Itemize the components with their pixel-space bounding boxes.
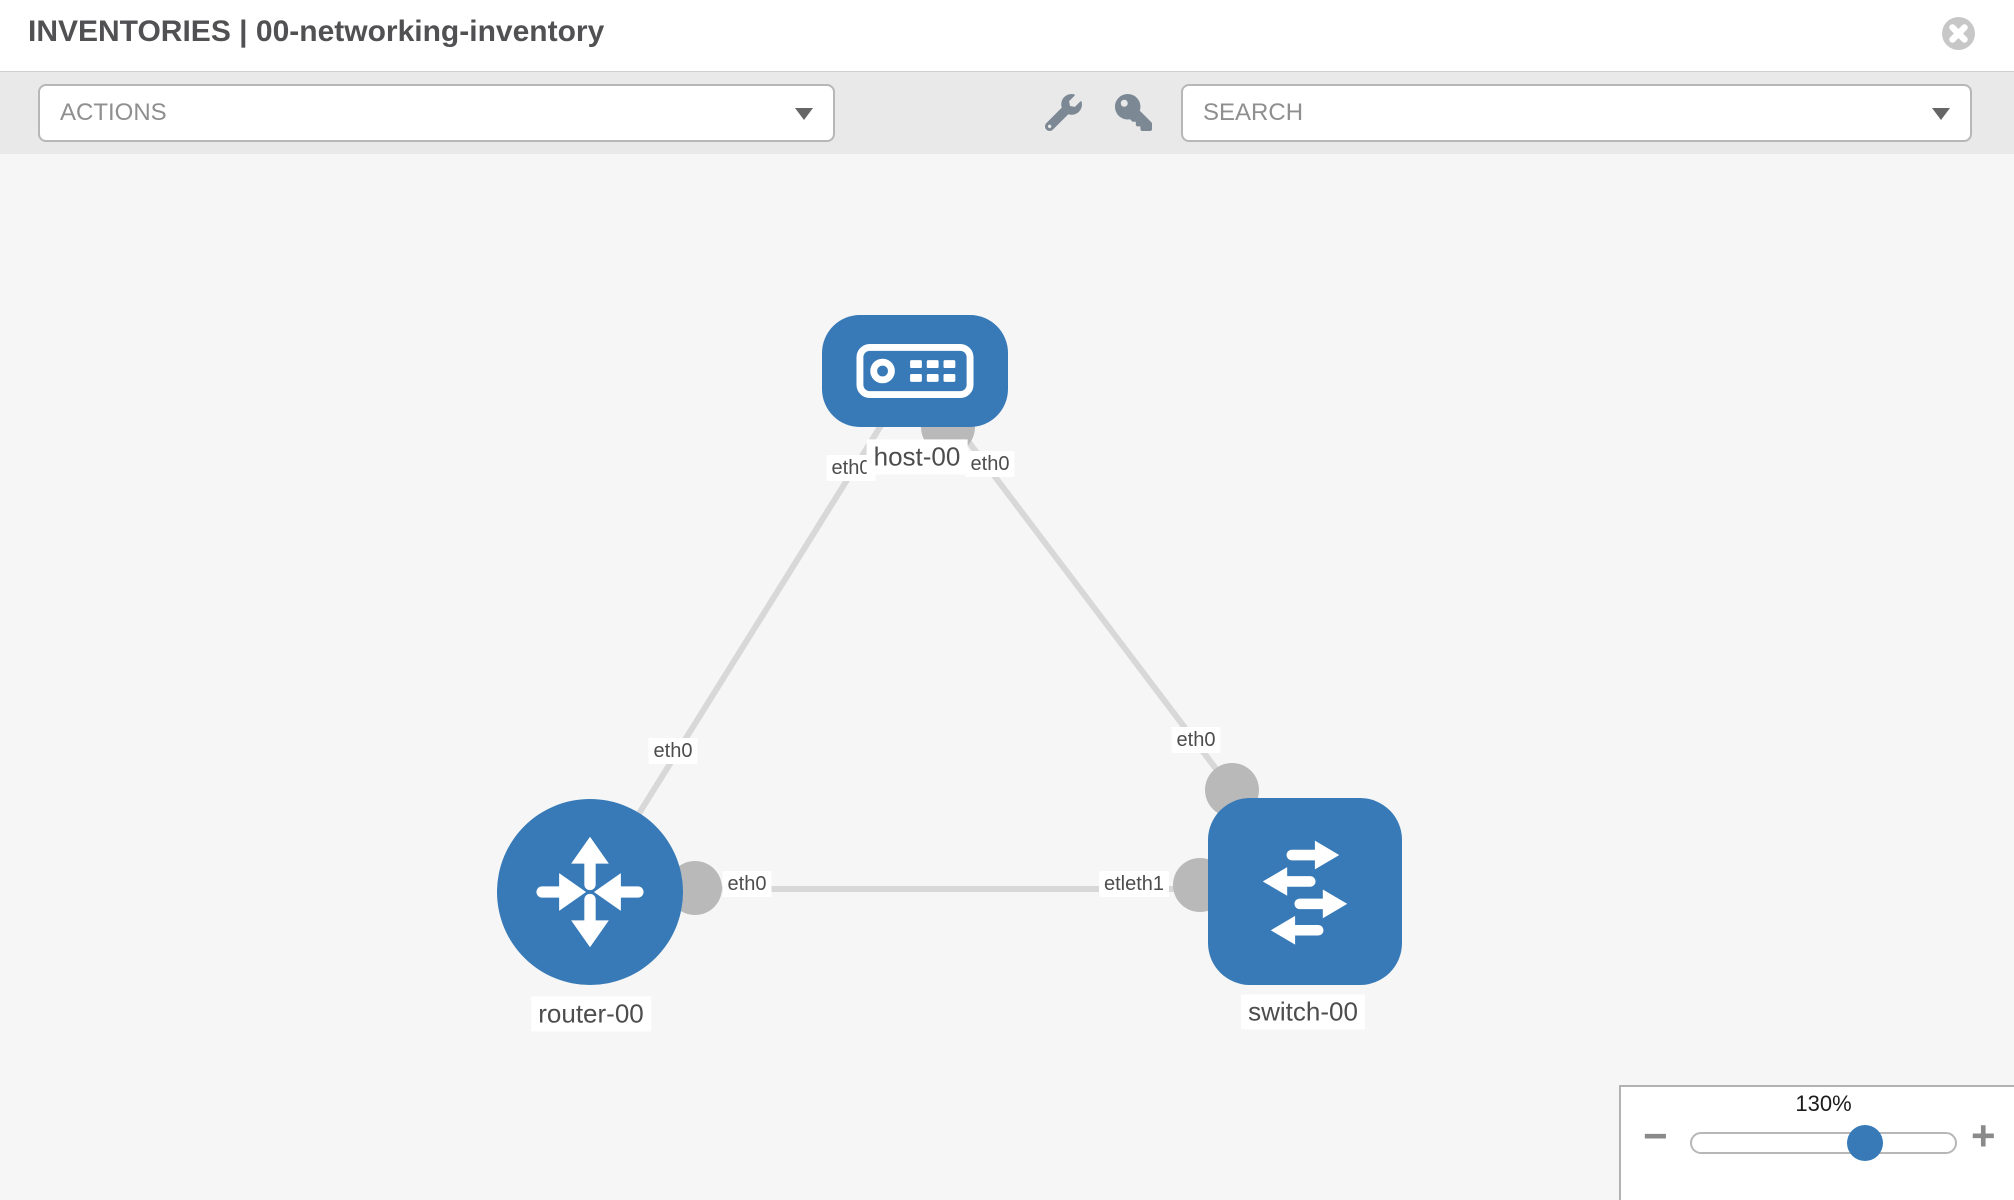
zoom-out-button[interactable]: − [1643,1112,1668,1159]
zoom-in-button[interactable]: + [1971,1112,1996,1159]
host-icon [856,343,974,399]
node-host-00[interactable] [822,315,1008,427]
zoom-control-panel: 130% − + [1619,1085,2014,1200]
credentials-button[interactable] [1110,86,1156,138]
actions-dropdown[interactable]: ACTIONS [38,84,835,142]
wrench-icon [1044,93,1082,131]
node-label-host: host-00 [866,439,968,475]
page-title: INVENTORIES | 00-networking-inventory [28,15,605,48]
configure-tools-button[interactable] [1040,86,1086,138]
close-icon [1949,24,1968,43]
topology-canvas[interactable]: eth0 eth0 eth0 eth0 eth0 etleth1 host-00… [0,154,2014,1200]
key-icon [1114,93,1152,131]
zoom-level-label: 130% [1795,1091,1852,1116]
interface-label: eth0 [1171,727,1221,753]
interface-label: eth0 [722,871,772,897]
node-label-router: router-00 [531,996,651,1032]
chevron-down-icon [1932,108,1950,120]
toolbar: ACTIONS SEARCH [0,71,2014,157]
actions-dropdown-label: ACTIONS [60,99,167,126]
node-label-switch: switch-00 [1241,994,1365,1030]
router-icon [536,836,644,948]
switch-icon [1262,840,1348,945]
zoom-slider[interactable] [1690,1125,1957,1161]
search-dropdown-label: SEARCH [1203,99,1304,126]
close-button[interactable] [1942,17,1975,50]
node-switch-00[interactable] [1208,798,1402,985]
node-router-00[interactable] [497,799,683,985]
interface-label: eth0 [648,738,698,764]
zoom-slider-knob[interactable] [1847,1125,1883,1161]
header: INVENTORIES | 00-networking-inventory [0,0,2014,71]
interface-label: etleth1 [1098,871,1170,897]
interface-label: eth0 [965,451,1015,477]
search-dropdown[interactable]: SEARCH [1181,84,1972,142]
chevron-down-icon [795,108,813,120]
topology-links-layer [587,369,1305,915]
